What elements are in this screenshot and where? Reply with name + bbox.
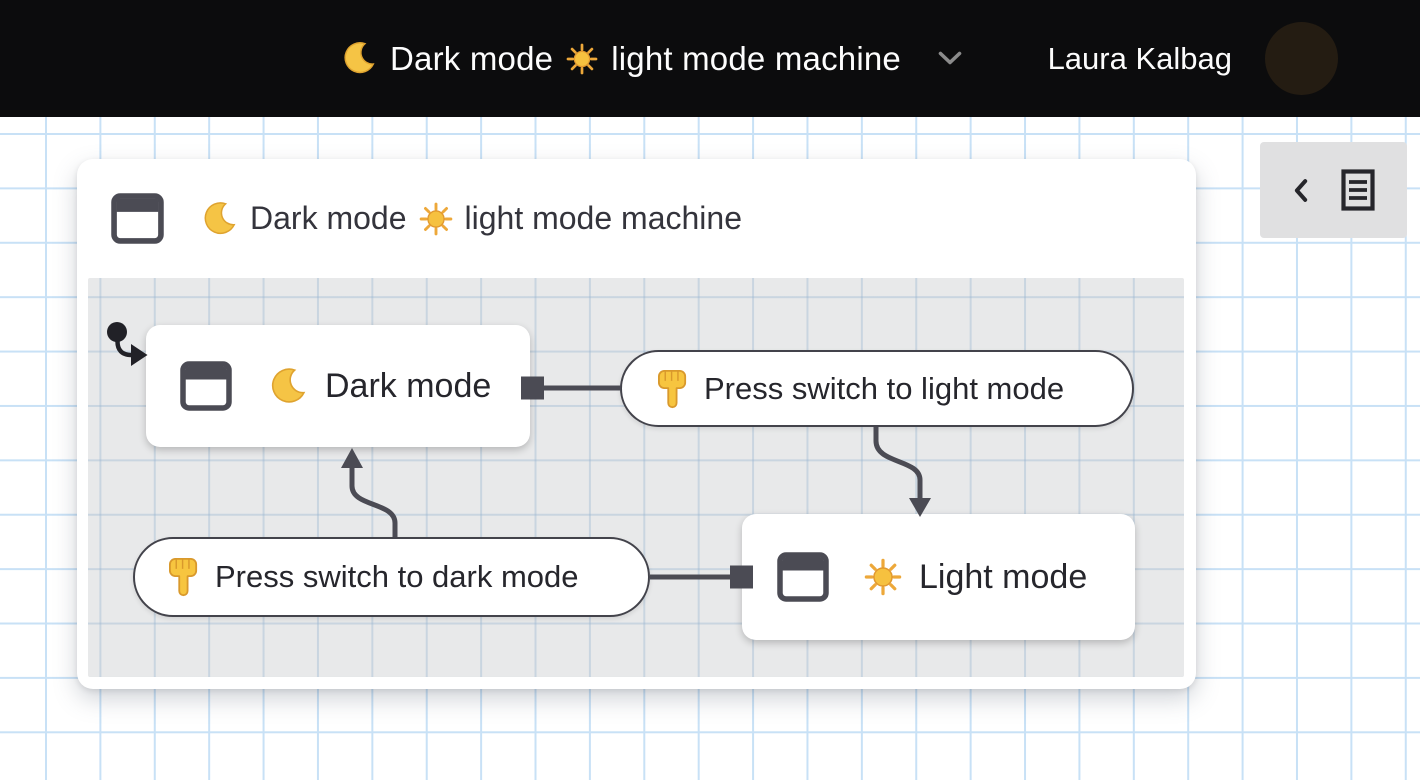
machine-title-dropdown-button[interactable]: Dark mode light mode machine	[340, 0, 962, 117]
event-label: Press switch to light mode	[704, 370, 1065, 406]
chevron-left-icon	[1294, 178, 1308, 202]
machine-title-part1: Dark mode	[390, 39, 554, 77]
user-name: Laura Kalbag	[1047, 40, 1232, 76]
moon-icon	[344, 42, 375, 74]
point-down-icon	[169, 557, 198, 597]
machine-details-button[interactable]	[1339, 167, 1377, 213]
state-label: Light mode	[919, 557, 1088, 596]
moon-icon	[271, 367, 306, 403]
document-lines-icon	[1341, 169, 1375, 211]
initial-state-curve	[115, 341, 132, 358]
event-press-switch-to-dark-mode[interactable]: Press switch to dark mode	[133, 537, 650, 617]
event-press-switch-to-light-mode[interactable]: Press switch to light mode	[620, 350, 1134, 427]
point-down-icon	[658, 369, 687, 408]
state-dark-mode[interactable]: Dark mode	[146, 325, 530, 447]
sun-icon	[566, 43, 598, 74]
right-panel-collapsed	[1260, 142, 1407, 238]
machine-title-part2: light mode machine	[611, 39, 901, 77]
chevron-down-icon	[938, 51, 962, 66]
expand-panel-button[interactable]	[1290, 176, 1311, 205]
state-light-mode[interactable]: Light mode	[742, 514, 1135, 640]
machine-card-title-part2: light mode machine	[464, 200, 742, 236]
machine-card-title-part1: Dark mode	[250, 200, 407, 236]
window-state-icon	[777, 552, 829, 602]
machine-root-state[interactable]: Dark mode light mode machine	[77, 159, 1196, 278]
arrowhead-up	[341, 448, 363, 468]
sun-icon	[419, 202, 452, 235]
machine-canvas[interactable]: Dark mode Light mode	[88, 278, 1184, 677]
edge-light-event-to-light	[873, 427, 923, 502]
state-label: Dark mode	[325, 366, 492, 405]
window-state-icon	[111, 193, 164, 244]
moon-icon	[204, 201, 236, 234]
window-state-icon	[180, 361, 232, 411]
event-label: Press switch to dark mode	[215, 559, 579, 594]
sun-icon	[864, 558, 902, 596]
user-menu: Laura Kalbag	[1048, 0, 1338, 117]
machine-card: Dark mode light mode machine	[77, 159, 1196, 689]
initial-state-dot	[107, 322, 127, 342]
top-bar: Dark mode light mode machine Laura Kalba…	[0, 0, 1420, 117]
avatar[interactable]	[1265, 22, 1338, 95]
edge-dark-event-to-dark	[349, 466, 398, 537]
machine-card-title: Dark mode light mode machine	[200, 200, 742, 238]
editor-canvas[interactable]: Dark mode light mode machine	[0, 117, 1420, 780]
